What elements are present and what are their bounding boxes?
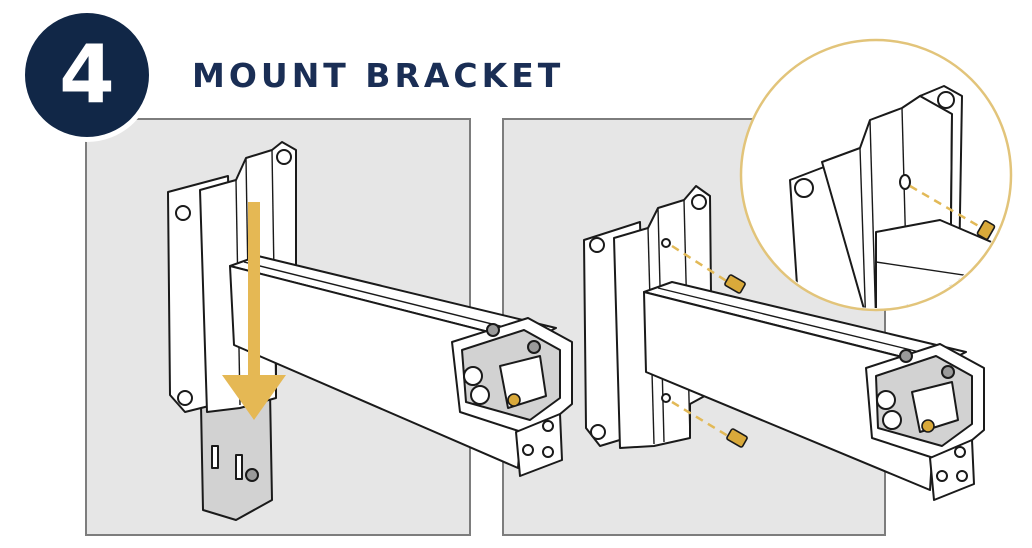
bracket-assembly-right (583, 185, 985, 501)
detail-screw-icon (976, 220, 996, 240)
clamp-screw (486, 323, 500, 337)
insert-slot (211, 445, 219, 469)
bracket-assembly-left (167, 141, 573, 521)
clamp-nut (876, 390, 896, 410)
clamp-screw (941, 365, 955, 379)
plate-hole (590, 424, 606, 440)
insert-slot (235, 454, 243, 480)
clamp-nut (470, 385, 490, 405)
screw-hole (661, 393, 671, 403)
clamp-screw (527, 340, 541, 354)
clamp-nut (463, 366, 483, 386)
screw-lower-icon (671, 400, 748, 448)
step-title: MOUNT BRACKET (192, 56, 565, 95)
clamp-nut (882, 410, 902, 430)
screw-hole (661, 238, 671, 248)
channel-hole (691, 194, 707, 210)
detail-callout (739, 38, 1013, 312)
clamp-screw (921, 419, 935, 433)
insert-bolt (245, 468, 259, 482)
detail-screw-hole (899, 174, 911, 190)
plate-hole (175, 205, 191, 221)
clamp-screw (899, 349, 913, 363)
plate-hole (589, 237, 605, 253)
screw-upper-icon (671, 244, 746, 294)
channel-hole (276, 149, 292, 165)
clamp-screw (507, 393, 521, 407)
slide-down-arrow-icon (222, 202, 286, 420)
plate-hole (177, 390, 193, 406)
step-number-badge: 4 (20, 8, 154, 142)
